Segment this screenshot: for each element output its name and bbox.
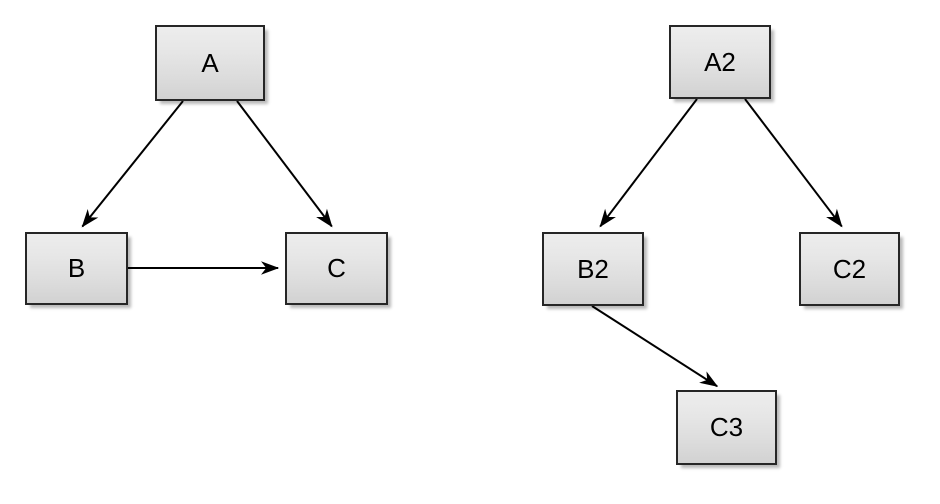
- node-c2[interactable]: C2: [799, 232, 900, 306]
- node-b2[interactable]: B2: [542, 232, 644, 306]
- edge-a2-to-b2: [599, 98, 698, 228]
- node-a[interactable]: A: [155, 25, 265, 101]
- edge-b2-to-c3: [591, 305, 719, 388]
- node-c[interactable]: C: [285, 232, 388, 305]
- node-a2[interactable]: A2: [669, 25, 771, 99]
- edges-group: [81, 98, 843, 388]
- node-label-c3: C3: [709, 412, 744, 442]
- node-label-b: B: [67, 253, 86, 283]
- node-b[interactable]: B: [25, 232, 128, 305]
- node-label-c: C: [327, 253, 346, 283]
- edge-a-to-c: [236, 100, 333, 228]
- node-c3[interactable]: C3: [676, 390, 777, 465]
- edge-a-to-b: [81, 100, 184, 228]
- node-label-b2: B2: [577, 253, 609, 284]
- node-label-a2: A2: [704, 46, 736, 77]
- node-label-a: A: [201, 47, 219, 78]
- node-label-c2: C2: [832, 253, 867, 284]
- edge-a2-to-c2: [744, 98, 843, 228]
